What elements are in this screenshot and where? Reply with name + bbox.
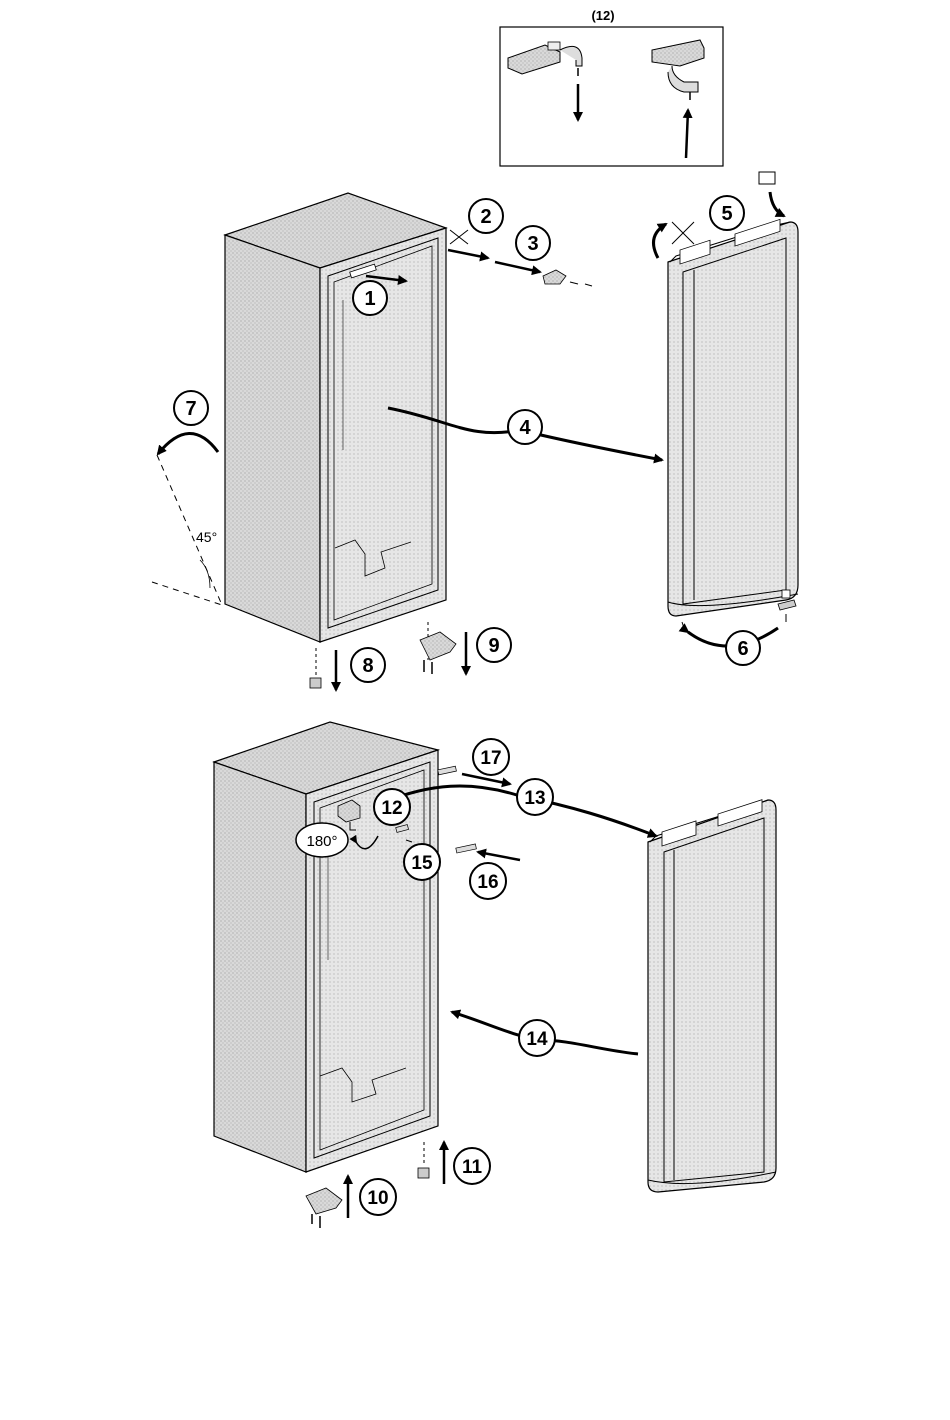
step-callout: 5 [710,196,744,230]
svg-text:7: 7 [185,398,196,420]
svg-text:17: 17 [480,748,501,769]
tilt-arrow [158,433,218,454]
bottom-hinge-removal [420,622,466,674]
detail-label: (12) [591,8,614,23]
step-callout: 15 [404,844,440,880]
svg-text:16: 16 [477,872,498,893]
step-callout: 1 [353,281,387,315]
tilt-guide: 45° [152,433,222,605]
hinge-icon [543,270,566,284]
hinge-icon [652,40,704,100]
detail-arrow-up [686,110,688,158]
step-callout: 12 [374,789,410,825]
cap-icon [456,844,477,853]
foot-refit [418,1142,444,1184]
step-callout: 14 [519,1020,555,1056]
pin-icon [782,590,790,598]
svg-text:2: 2 [480,206,491,228]
rotate-angle-label: 180° [306,833,337,850]
svg-text:10: 10 [367,1188,388,1209]
step-callout: 10 [360,1179,396,1215]
step-callout: 9 [477,628,511,662]
svg-text:8: 8 [362,655,373,677]
svg-text:12: 12 [381,798,402,819]
svg-text:15: 15 [411,853,433,874]
step-callout: 4 [508,410,542,444]
bottom-hinge-refit [306,1176,348,1228]
fridge-cabinet-top [225,193,446,642]
svg-text:6: 6 [737,638,748,660]
cap-icon [759,172,775,184]
svg-text:14: 14 [526,1029,548,1050]
screw-icon [310,678,321,688]
step-callout: 8 [351,648,385,682]
step-callout: 17 [473,739,509,775]
screw-icon [418,1168,429,1178]
step-callout: 7 [174,391,208,425]
hinge-icon [508,42,582,76]
svg-text:1: 1 [364,288,375,310]
svg-text:9: 9 [488,635,499,657]
svg-text:4: 4 [519,417,531,439]
svg-text:13: 13 [524,788,545,809]
hinge-icon [306,1188,342,1214]
step-callout: 11 [454,1148,490,1184]
step-callout: 3 [516,226,550,260]
svg-text:3: 3 [527,233,538,255]
step-callout: 2 [469,199,503,233]
fridge-door-bottom [648,800,776,1192]
svg-text:5: 5 [721,203,732,225]
step-callout: 16 [470,863,506,899]
step-callout: 13 [517,779,553,815]
hinge-icon [420,632,456,660]
detail-box: (12) [500,8,723,166]
tilt-angle-label: 45° [196,529,217,545]
fridge-door-top [668,219,798,616]
step-callout: 6 [726,631,760,665]
foot-removal [310,648,336,690]
fridge-cabinet-bottom [214,722,438,1172]
svg-text:11: 11 [462,1157,483,1178]
cap-icon [438,766,457,775]
